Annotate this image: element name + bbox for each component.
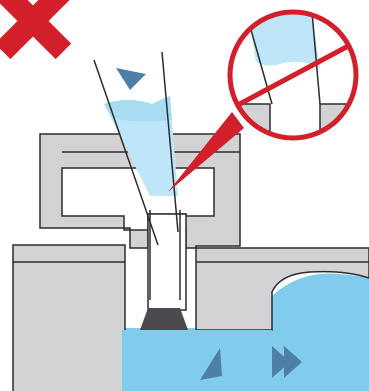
funnel-left-wall xyxy=(93,59,159,246)
zoom-circle xyxy=(227,9,359,141)
lower-channel-water xyxy=(122,330,272,391)
left-support-block xyxy=(12,244,126,391)
fast-forward-arrow-icon-part1 xyxy=(272,346,290,378)
triangle-arrow-icon xyxy=(200,348,222,380)
zoom-slash xyxy=(234,41,354,109)
fast-forward-arrow-icon-part2 xyxy=(284,346,302,378)
inlet-funnel-water-top xyxy=(104,96,172,122)
right-support-block xyxy=(195,247,369,331)
drain-plug xyxy=(140,308,188,330)
funnel-right-wall xyxy=(161,51,179,233)
cross-mark-icon xyxy=(0,0,72,60)
down-triangle-arrow-icon xyxy=(116,68,146,90)
zoom-water xyxy=(248,14,320,68)
zoom-pointer xyxy=(168,112,244,192)
zoom-funnel-right xyxy=(311,12,321,105)
